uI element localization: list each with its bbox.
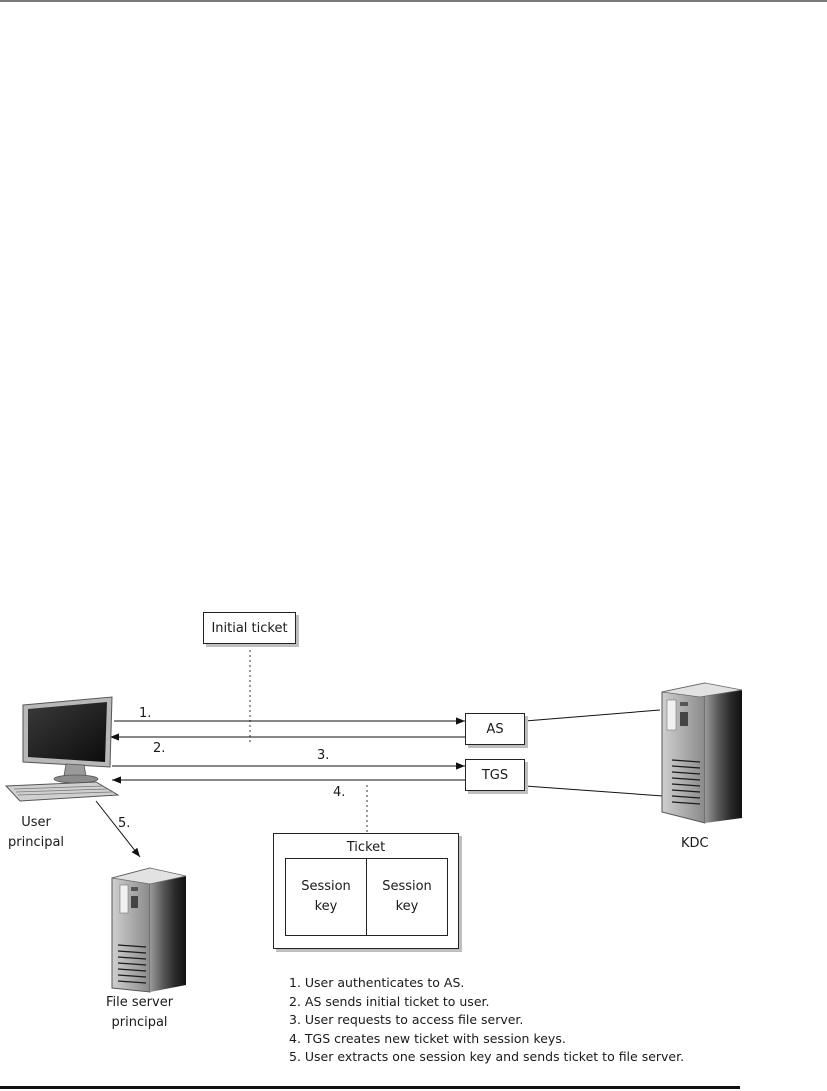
as-box: AS (465, 713, 525, 745)
session-key-cell: Session key (285, 858, 367, 936)
arrow-label-5: 5. (118, 816, 131, 831)
kdc-server-icon (661, 682, 743, 824)
arrow-label-2: 2. (153, 741, 166, 756)
arrow-label-3: 3. (317, 748, 330, 763)
step-item: 4. TGS creates new ticket with session k… (289, 1030, 566, 1046)
as-label: AS (486, 721, 504, 737)
bottom-rule (0, 1086, 740, 1089)
kdc-label: KDC (681, 836, 709, 851)
steps-legend: 1. User authenticates to AS. 2. AS sends… (289, 974, 684, 1067)
ticket-title: Ticket (346, 840, 386, 855)
ticket-box: Ticket Session key Session key (273, 833, 459, 949)
step-item: 3. User requests to access file server. (289, 1012, 524, 1027)
arrow-label-1: 1. (139, 706, 152, 721)
step-item: 2. AS sends initial ticket to user. (289, 993, 490, 1009)
step-item: 5. User extracts one session key and sen… (289, 1049, 685, 1064)
arrow-label-4: 4. (333, 785, 346, 800)
arrow-5-user-to-file-server (95, 800, 141, 858)
session-key-cell: Session key (366, 858, 448, 936)
file-server-icon (111, 867, 187, 993)
tgs-label: TGS (481, 767, 509, 783)
step-item: 1. User authenticates to AS. (289, 975, 465, 990)
user-computer-icon (4, 696, 120, 802)
initial-ticket-box: Initial ticket (203, 612, 296, 644)
as-kdc-link (524, 709, 661, 722)
user-principal-label: User principal (8, 815, 65, 850)
tgs-box: TGS (465, 759, 525, 791)
initial-ticket-label: Initial ticket (211, 620, 288, 636)
top-rule (0, 0, 827, 2)
tgs-kdc-link (524, 785, 664, 797)
file-server-label: File server principal (106, 995, 174, 1030)
